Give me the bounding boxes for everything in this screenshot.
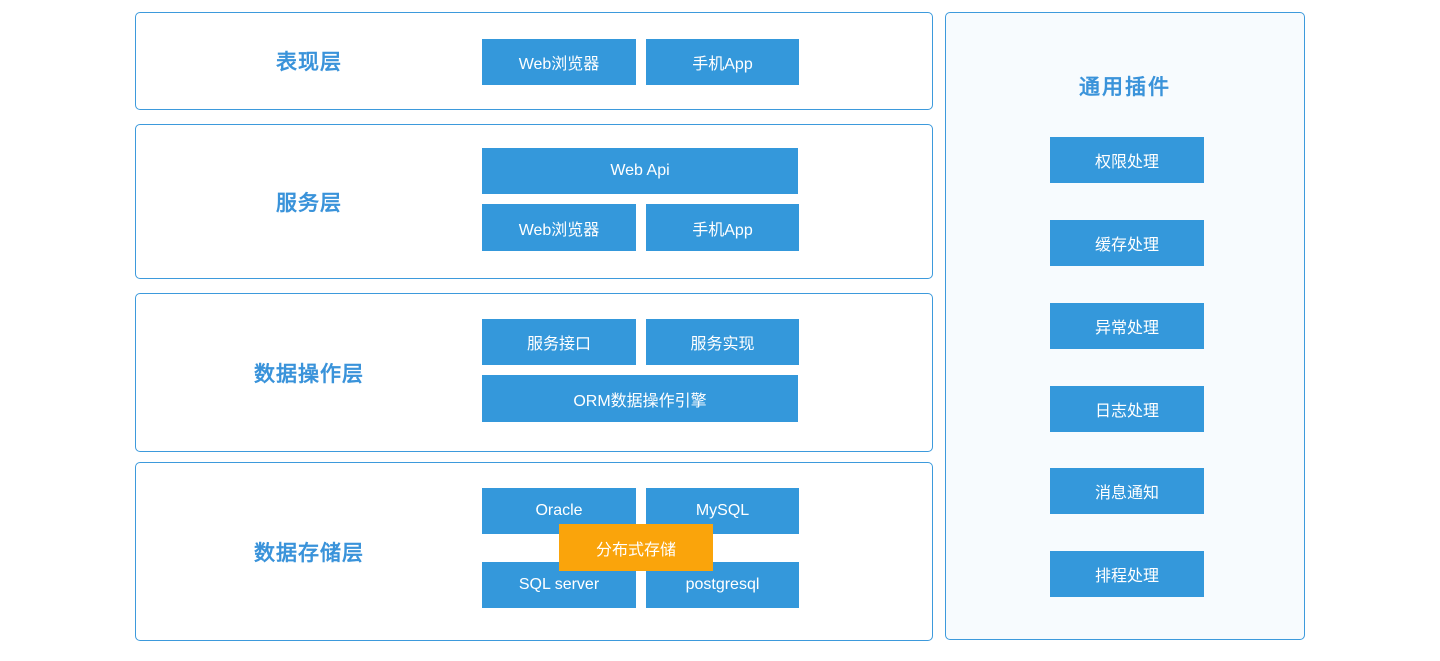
node-web-browser: Web浏览器 (482, 39, 636, 85)
layer-title-presentation: 表现层 (276, 51, 342, 74)
layer-title-data-operation: 数据操作层 (254, 362, 364, 386)
node-schedule-handling: 排程处理 (1050, 551, 1204, 597)
layer-box-presentation: 表现层 Web浏览器 手机App (135, 12, 933, 110)
node-distributed-storage: 分布式存储 (559, 524, 713, 571)
layer-title-service: 服务层 (276, 191, 342, 215)
layer-title-data-storage: 数据存储层 (254, 541, 364, 565)
node-message-notification: 消息通知 (1050, 468, 1204, 514)
node-service-interface: 服务接口 (482, 319, 636, 365)
node-mobile-app: 手机App (646, 204, 799, 251)
common-plugins-panel: 通用插件 权限处理 缓存处理 异常处理 日志处理 消息通知 排程处理 (945, 12, 1305, 640)
node-web-api: Web Api (482, 148, 798, 194)
node-exception-handling: 异常处理 (1050, 303, 1204, 349)
node-web-browser: Web浏览器 (482, 204, 636, 251)
node-orm-engine: ORM数据操作引擎 (482, 375, 798, 422)
layer-box-data-storage: 数据存储层 Oracle MySQL SQL server postgresql… (135, 462, 933, 641)
node-mobile-app: 手机App (646, 39, 799, 85)
node-cache-handling: 缓存处理 (1050, 220, 1204, 266)
node-postgresql: postgresql (646, 562, 799, 608)
node-service-implementation: 服务实现 (646, 319, 799, 365)
layer-box-data-operation: 数据操作层 服务接口 服务实现 ORM数据操作引擎 (135, 293, 933, 452)
plugins-panel-title: 通用插件 (1079, 76, 1171, 99)
node-sql-server: SQL server (482, 562, 636, 608)
node-log-handling: 日志处理 (1050, 386, 1204, 432)
node-permission-handling: 权限处理 (1050, 137, 1204, 183)
layer-box-service: 服务层 Web Api Web浏览器 手机App (135, 124, 933, 279)
